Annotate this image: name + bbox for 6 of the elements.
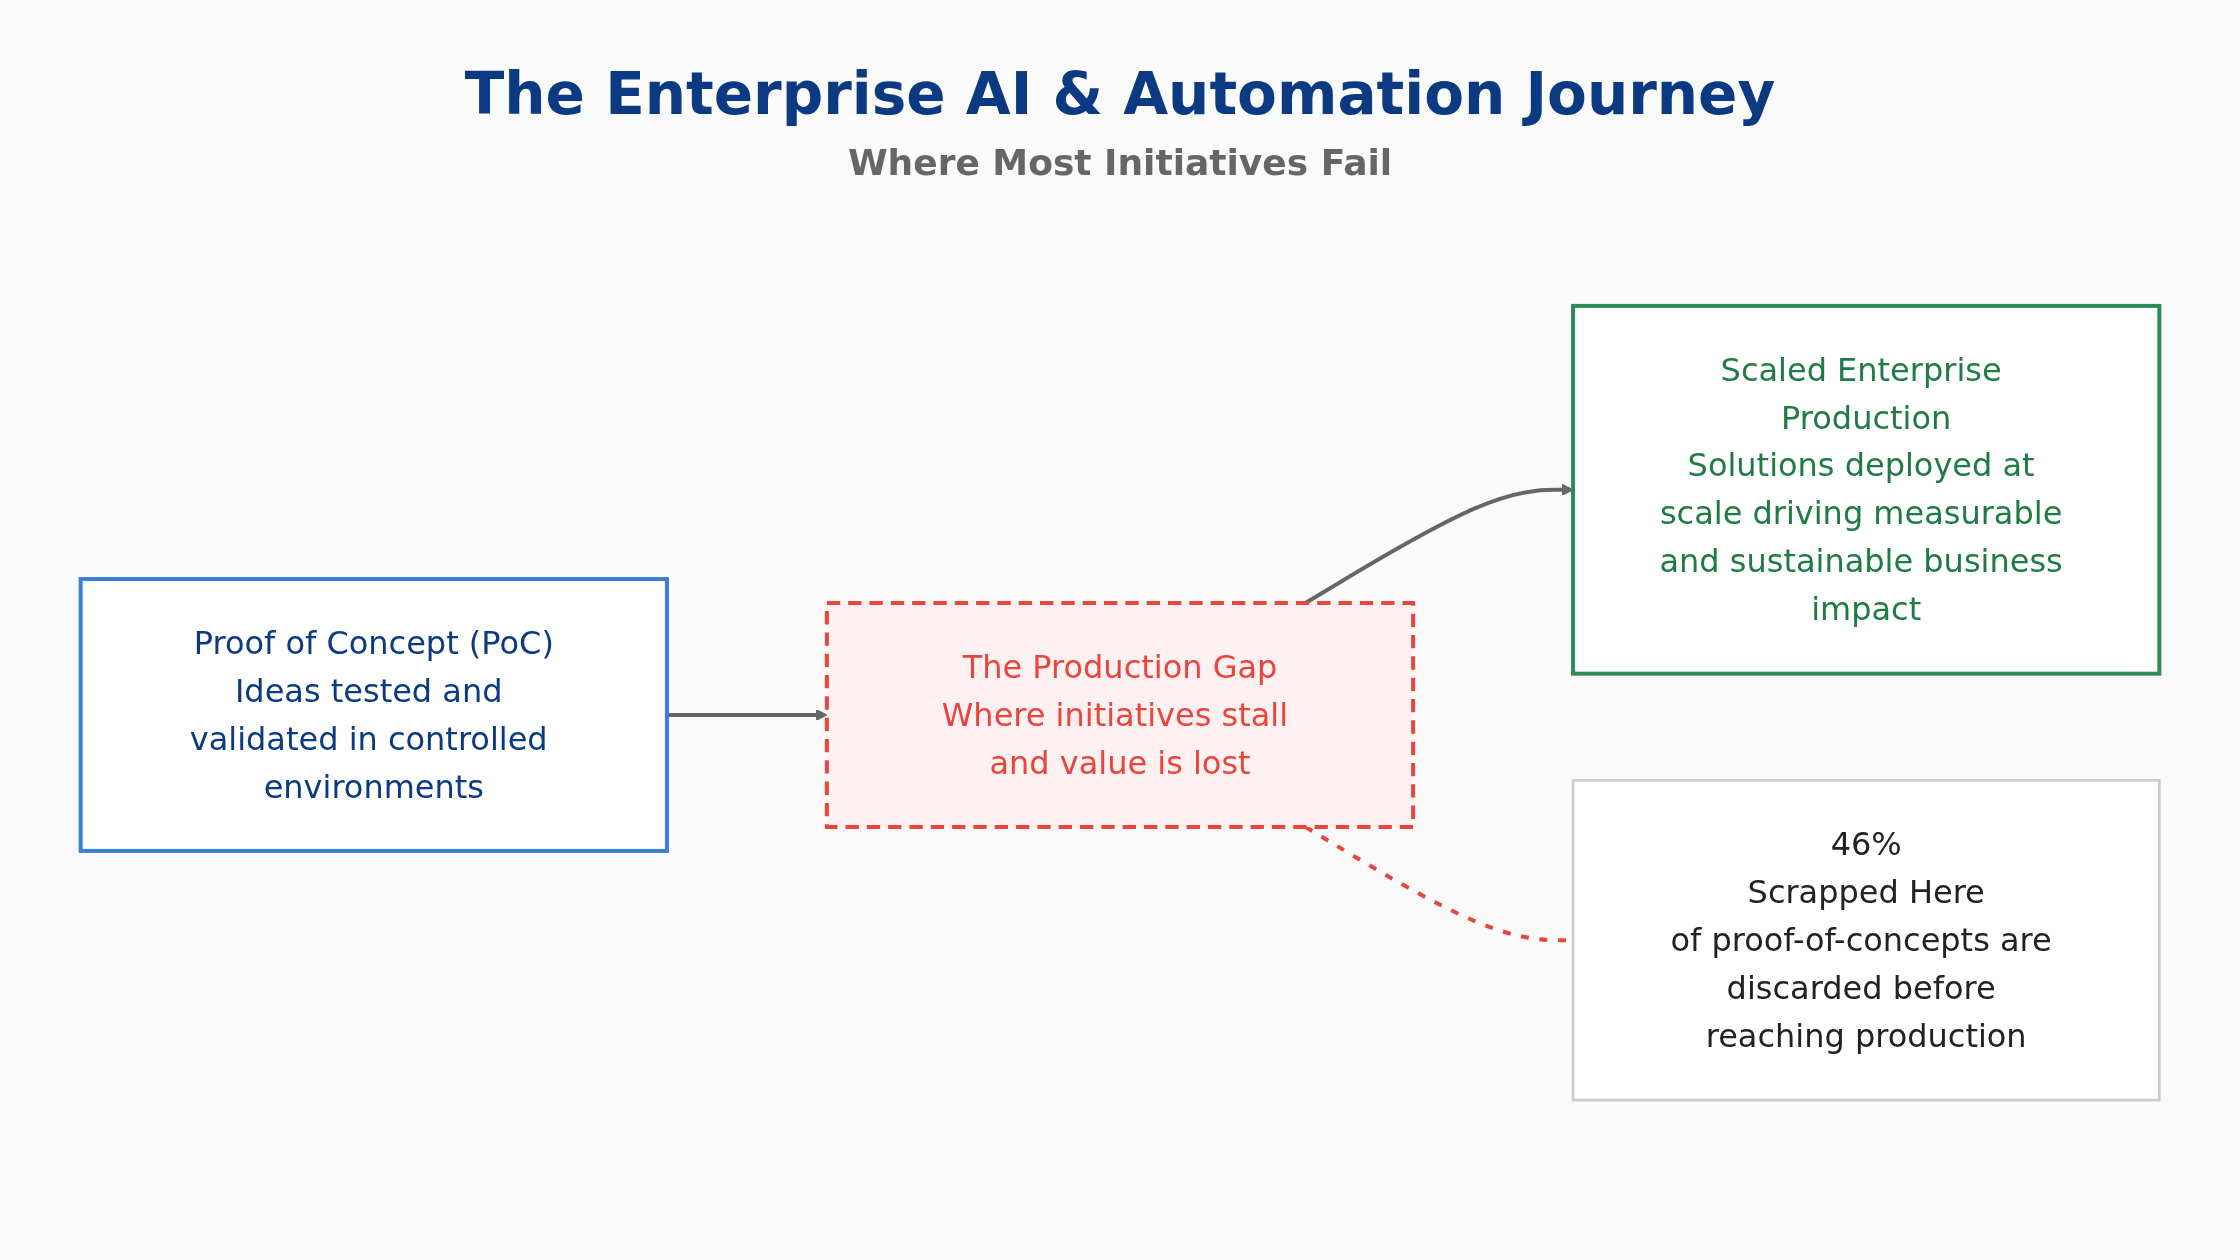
subtitle-text: Where Most Initiatives Fail <box>847 142 1393 183</box>
diagram-title: The Enterprise AI & Automation Journey <box>463 60 1777 128</box>
node-box: The Production Gap Where initiatives stall and value is lost <box>824 601 1416 829</box>
node-box: Proof of Concept (PoC) Ideas tested and validated in controlled environments <box>78 577 669 853</box>
node-box: Scaled Enterprise Production Solutions deployed at scale driving measurable and sustainable business impact <box>1571 303 2162 676</box>
node-box: 46% Scrapped Here of proof-of-concepts are discarded before reaching production <box>1571 778 2161 1102</box>
